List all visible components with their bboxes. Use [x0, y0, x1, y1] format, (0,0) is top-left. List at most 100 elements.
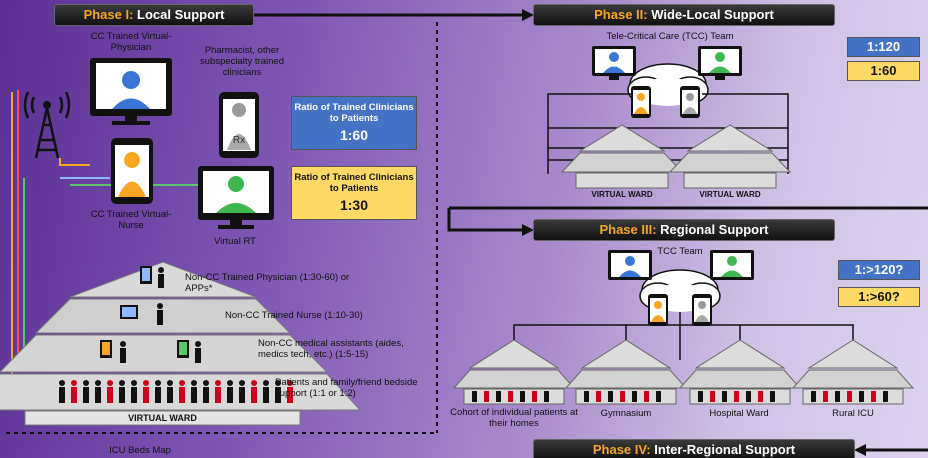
virtual-nurse-label: CC Trained Virtual-Nurse: [90, 209, 172, 231]
phase1-title: Local Support: [137, 7, 225, 22]
tier3-label: Non-CC medical assistants (aides, medics…: [258, 338, 404, 360]
person-body-icon: [71, 387, 77, 403]
phase1-pyramid: [0, 261, 362, 426]
person-body-icon: [83, 387, 89, 403]
patient-icon: [758, 391, 763, 402]
person-head-icon: [71, 380, 77, 386]
arrow-p1-p2-head: [522, 9, 534, 21]
phase3-pharmacist-phone-icon: [692, 294, 712, 326]
person-head-icon: [155, 380, 161, 386]
rt-monitor-icon: [198, 166, 274, 229]
patient-icon: [544, 391, 549, 402]
arrow-p2-p3: [447, 208, 522, 232]
person-body-icon: [143, 387, 149, 403]
patient-icon: [835, 391, 840, 402]
phase2-ratio-b: 1:60: [847, 61, 920, 81]
ratio-box-2-title: Ratio of Trained Clinicians to Patients: [294, 172, 414, 194]
svg-text:Rx: Rx: [233, 135, 245, 146]
ratio-box-1-title: Ratio of Trained Clinicians to Patients: [294, 102, 414, 124]
person-body-icon: [179, 387, 185, 403]
phase2-pyramid-1: [560, 124, 684, 189]
person-head-icon: [179, 380, 185, 386]
site-label-hospital-ward: Hospital Ward: [709, 408, 769, 419]
person-head-icon: [215, 380, 221, 386]
person-body-icon: [119, 387, 125, 403]
person-head-icon: [263, 380, 269, 386]
tier1-label: Non-CC Trained Physician (1:30-60) or AP…: [185, 272, 350, 294]
person-head-icon: [143, 380, 149, 386]
phase2-pyramid-2: [668, 124, 792, 189]
person-head-icon: [107, 380, 113, 386]
patient-icon: [811, 391, 816, 402]
phase3-banner: Phase III: Regional Support: [533, 219, 835, 241]
patient-icon: [620, 391, 625, 402]
patient-icon: [722, 391, 727, 402]
arrow-p2-p3-head: [522, 224, 534, 236]
person-body-icon: [287, 387, 293, 403]
patient-icon: [823, 391, 828, 402]
phase2-nurse-phone-icon: [631, 86, 651, 118]
patient-icon: [520, 391, 525, 402]
person-head-icon: [83, 380, 89, 386]
site-pyramid-middle: [564, 369, 688, 389]
patient-icon: [734, 391, 739, 402]
patient-icon: [508, 391, 513, 402]
person-body-icon: [263, 387, 269, 403]
patient-icon: [883, 391, 888, 402]
person-head-icon: [203, 380, 209, 386]
person-body-icon: [203, 387, 209, 403]
phase3-rt-monitor-icon: [710, 250, 754, 280]
patient-icon: [608, 391, 613, 402]
person-head-icon: [167, 380, 173, 386]
site-label-homes: Cohort of individual patients at their h…: [450, 407, 578, 429]
patient-icon: [656, 391, 661, 402]
phase3-physician-monitor-icon: [608, 250, 652, 280]
patient-icon: [496, 391, 501, 402]
site-pyramid-middle: [791, 369, 915, 389]
phase3-team-label: TCC Team: [657, 246, 703, 257]
patient-icon: [698, 391, 703, 402]
patient-icon: [710, 391, 715, 402]
patient-icon: [859, 391, 864, 402]
phase2-title: Wide-Local Support: [651, 7, 774, 22]
phase3-links: [513, 312, 854, 360]
person-body-icon: [59, 387, 65, 403]
person-body-icon: [155, 387, 161, 403]
site-label-gymnasium: Gymnasium: [600, 408, 652, 419]
person-body-icon: [191, 387, 197, 403]
patient-icon: [472, 391, 477, 402]
nurse-phone-icon: [111, 138, 153, 204]
patient-icon: [644, 391, 649, 402]
phase3-ratio-a: 1:>120?: [838, 260, 920, 280]
person-body-icon: [131, 387, 137, 403]
phase3-pyramids: [452, 339, 915, 405]
patient-figures: [59, 380, 293, 403]
patient-icon: [584, 391, 589, 402]
person-body-icon: [167, 387, 173, 403]
ratio-box-1-60: Ratio of Trained Clinicians to Patients …: [291, 96, 417, 150]
site-label-rural-icu: Rural ICU: [832, 408, 874, 419]
patient-icon: [847, 391, 852, 402]
tier4-label: Patients and family/friend bedside suppo…: [275, 377, 418, 399]
phase2-banner: Phase II: Wide-Local Support: [533, 4, 835, 26]
patient-icon: [746, 391, 751, 402]
pharmacist-label: Pharmacist, other subspecialty trained c…: [200, 45, 284, 78]
phase2-ratio-a: 1:120: [847, 37, 920, 57]
icu-beds-map-label: ICU Beds Map: [109, 445, 171, 456]
phase1-number: Phase I:: [83, 7, 134, 22]
patient-icon: [871, 391, 876, 402]
phase1-banner: Phase I: Local Support: [54, 4, 254, 26]
patient-icon: [484, 391, 489, 402]
person-head-icon: [227, 380, 233, 386]
phase4-banner: Phase IV: Inter-Regional Support: [533, 439, 855, 458]
virtual-rt-label: Virtual RT: [214, 236, 256, 247]
phase2-rt-monitor-icon: [698, 46, 742, 80]
phase4-number: Phase IV:: [592, 442, 651, 457]
phase3-nurse-phone-icon: [648, 294, 668, 326]
ratio-box-2-value: 1:30: [339, 197, 369, 213]
phase4-title: Inter-Regional Support: [654, 442, 796, 457]
person-body-icon: [215, 387, 221, 403]
patient-icon: [532, 391, 537, 402]
antenna-icon: [23, 91, 71, 159]
